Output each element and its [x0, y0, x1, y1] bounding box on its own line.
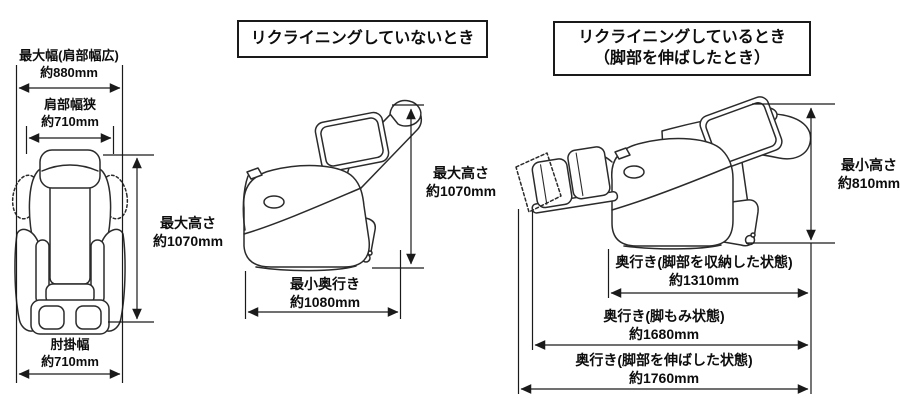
upright-view-title: リクライニングしていないとき — [250, 29, 475, 47]
label-armrest-width: 肘掛幅 約710mm — [41, 337, 99, 369]
reclined-chair-drawing — [515, 96, 812, 250]
reclined-view-title-line2: （脚部を伸ばしたとき） — [593, 49, 770, 67]
reclined-dimension-lines — [517, 103, 835, 394]
label-min-height: 最小高さ 約810mm — [837, 157, 900, 191]
label-depth-massage: 奥行き(脚もみ状態) 約1680mm — [603, 308, 725, 342]
leg-extended-dashed-outline — [515, 152, 562, 213]
upright-dimension-lines — [244, 104, 424, 319]
reclined-view-title-line1: リクライニングしているとき — [578, 28, 786, 46]
label-max-width: 最大幅(肩部幅広) 約880mm — [19, 48, 119, 80]
label-upright-max-height: 最大高さ 約1070mm — [425, 165, 497, 199]
label-shoulder-width: 肩部幅狭 約710mm — [41, 97, 99, 129]
upright-chair-drawing — [242, 99, 423, 272]
upright-view-title-box: リクライニングしていないとき — [237, 20, 488, 58]
front-view-dimension-lines — [15, 65, 154, 383]
label-depth-retracted: 奥行き(脚部を収納した状態) 約1310mm — [615, 254, 793, 288]
front-view-chair-drawing — [11, 149, 129, 335]
reclined-view-title-box: リクライニングしているとき （脚部を伸ばしたとき） — [553, 21, 811, 76]
label-depth-extended: 奥行き(脚部を伸ばした状態) 約1760mm — [575, 352, 753, 386]
label-min-depth: 最小奥行き 約1080mm — [289, 276, 361, 310]
leg-massager-unit — [531, 146, 619, 214]
label-front-max-height: 最大高さ 約1070mm — [152, 215, 224, 249]
